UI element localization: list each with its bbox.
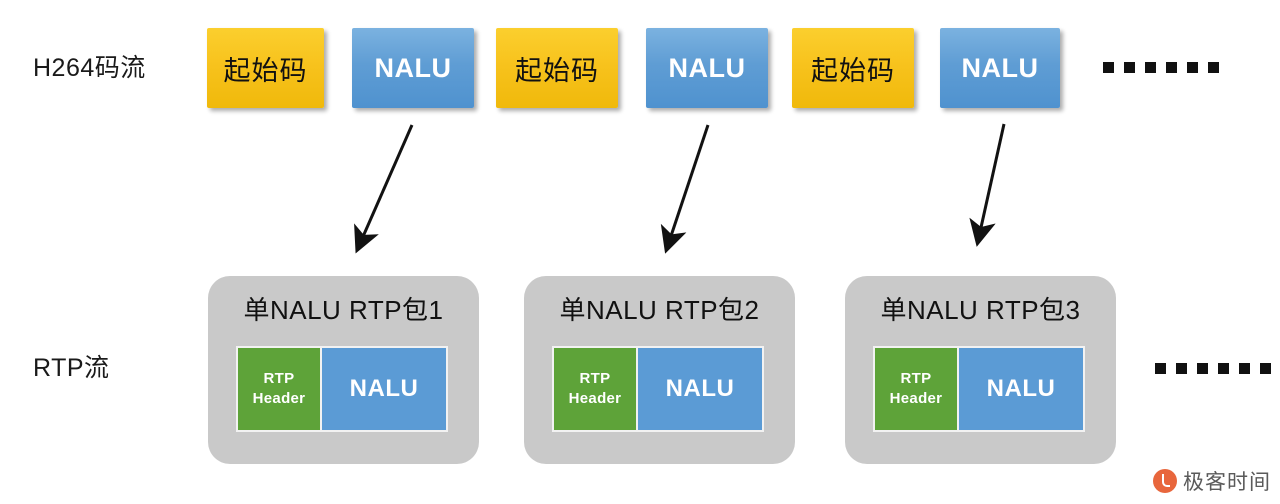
rtp-header-line-1: RTP [263, 369, 295, 387]
nalu-box-2: NALU [646, 28, 768, 108]
nalu-box-3: NALU [940, 28, 1060, 108]
rtp-packet-3-header: RTP Header [875, 348, 959, 430]
ellipsis-dot [1103, 62, 1114, 73]
arrow-nalu1-to-packet1 [354, 124, 414, 254]
geektime-logo-icon [1153, 469, 1177, 493]
ellipsis-dot [1197, 363, 1208, 374]
ellipsis-dot [1218, 363, 1229, 374]
rtp-header-line-1: RTP [579, 369, 611, 387]
start-code-box-3: 起始码 [792, 28, 914, 108]
rtp-packet-3-body: RTP Header NALU [873, 346, 1085, 432]
start-code-box-2: 起始码 [496, 28, 618, 108]
start-code-box-3-label: 起始码 [811, 55, 895, 86]
arrow-nalu2-to-packet2 [660, 124, 710, 254]
rtp-packet-1-title: 单NALU RTP包1 [243, 295, 444, 325]
ellipsis-dot [1176, 363, 1187, 374]
rtp-packet-1: 单NALU RTP包1 RTP Header NALU [208, 276, 479, 464]
ellipsis-dot [1260, 363, 1271, 374]
nalu-box-1-label: NALU [374, 52, 452, 83]
rtp-packet-2-body: RTP Header NALU [552, 346, 764, 432]
ellipsis-dot [1208, 62, 1219, 73]
rtp-packet-3-title: 单NALU RTP包3 [880, 295, 1081, 325]
watermark: 极客时间 [1153, 466, 1271, 496]
rtp-packet-2-payload: NALU [638, 348, 762, 430]
ellipsis-dot [1166, 62, 1177, 73]
rtp-packet-2-title: 单NALU RTP包2 [559, 295, 760, 325]
nalu-box-1: NALU [352, 28, 474, 108]
rtp-header-line-2: Header [889, 390, 943, 407]
ellipsis-dot [1187, 62, 1198, 73]
arrow-nalu3-to-packet3 [969, 123, 1006, 247]
rtp-packet-3: 单NALU RTP包3 RTP Header NALU [845, 276, 1116, 464]
rtp-payload-label: NALU [986, 375, 1056, 402]
rtp-payload-label: NALU [349, 375, 419, 402]
rtp-packet-2: 单NALU RTP包2 RTP Header NALU [524, 276, 795, 464]
rtp-header-line-2: Header [252, 390, 306, 407]
start-code-box-1: 起始码 [207, 28, 324, 108]
rtp-packet-3-payload: NALU [959, 348, 1083, 430]
rtp-header-line-1: RTP [900, 369, 932, 387]
ellipsis-dot [1124, 62, 1135, 73]
start-code-box-2-label: 起始码 [515, 55, 599, 86]
start-code-box-1-label: 起始码 [223, 55, 308, 86]
h264-stream-ellipsis [1103, 62, 1219, 73]
ellipsis-dot [1145, 62, 1156, 73]
h264-stream-row-label: H264码流 [33, 54, 146, 82]
rtp-stream-row-label: RTP流 [33, 354, 110, 382]
rtp-packet-1-body: RTP Header NALU [236, 346, 448, 432]
nalu-box-3-label: NALU [961, 52, 1039, 83]
rtp-payload-label: NALU [665, 375, 735, 402]
ellipsis-dot [1239, 363, 1250, 374]
watermark-label: 极客时间 [1183, 471, 1271, 494]
rtp-packet-1-header: RTP Header [238, 348, 322, 430]
rtp-stream-ellipsis [1155, 363, 1271, 374]
rtp-header-line-2: Header [568, 390, 622, 407]
nalu-box-2-label: NALU [668, 52, 746, 83]
ellipsis-dot [1155, 363, 1166, 374]
rtp-packet-1-payload: NALU [322, 348, 446, 430]
rtp-packet-2-header: RTP Header [554, 348, 638, 430]
